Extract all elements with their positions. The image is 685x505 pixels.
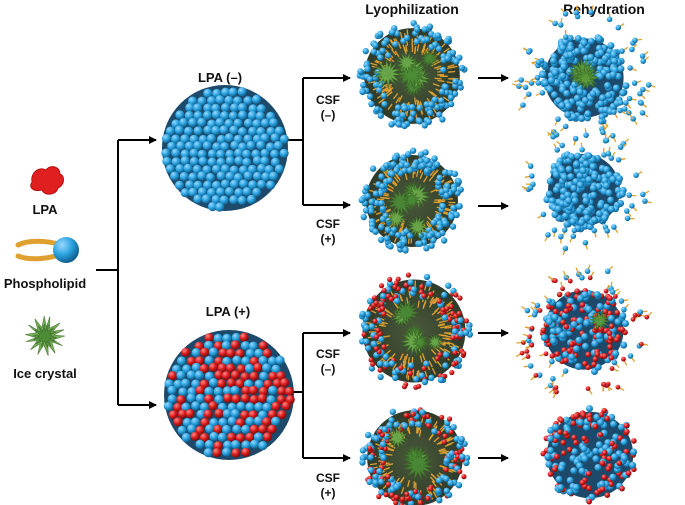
lyophilized-particle-lpa-neg-csf-pos	[358, 147, 464, 254]
legend-ice-crystal: Ice crystal	[13, 315, 77, 381]
liposome-lpa-negative	[161, 85, 289, 212]
lyophilized-particle-lpa-neg-csf-neg	[356, 20, 468, 130]
lyophilized-particle-lpa-pos-csf-pos	[359, 407, 471, 505]
label-csf-2-sign: (+)	[321, 232, 336, 246]
ice-crystal-icon	[25, 315, 66, 356]
label-csf-3: CSF	[316, 347, 340, 361]
rehydrated-particle-lpa-pos-csf-neg	[515, 264, 653, 399]
label-csf-1-sign: (–)	[321, 108, 336, 122]
rehydrated-particle-lpa-neg-csf-neg	[512, 5, 656, 146]
lyophilized-particle-lpa-pos-csf-neg	[358, 272, 473, 390]
phospholipid-icon	[15, 237, 79, 263]
label-lpa-positive: LPA (+)	[206, 304, 250, 319]
connector-lines	[96, 74, 509, 462]
label-csf-4: CSF	[316, 471, 340, 485]
legend-phospholipid-label: Phospholipid	[4, 276, 86, 291]
lpa-molecule-icon	[30, 166, 64, 195]
rehydrated-particle-lpa-pos-csf-pos	[540, 405, 638, 505]
label-csf-2: CSF	[316, 217, 340, 231]
label-csf-3-sign: (–)	[321, 362, 336, 376]
header-rehydration: Rehydration	[563, 1, 645, 17]
header-lyophilization: Lyophilization	[365, 1, 459, 17]
liposome-lpa-positive	[163, 330, 295, 460]
label-lpa-negative: LPA (–)	[198, 70, 242, 85]
legend-ice-crystal-label: Ice crystal	[13, 366, 77, 381]
legend-lpa-label: LPA	[32, 202, 58, 217]
label-csf-1: CSF	[316, 93, 340, 107]
rehydrated-particle-lpa-neg-csf-pos	[521, 126, 652, 256]
legend-phospholipid: Phospholipid	[4, 237, 86, 291]
legend-lpa: LPA	[30, 166, 64, 217]
label-csf-4-sign: (+)	[321, 486, 336, 500]
